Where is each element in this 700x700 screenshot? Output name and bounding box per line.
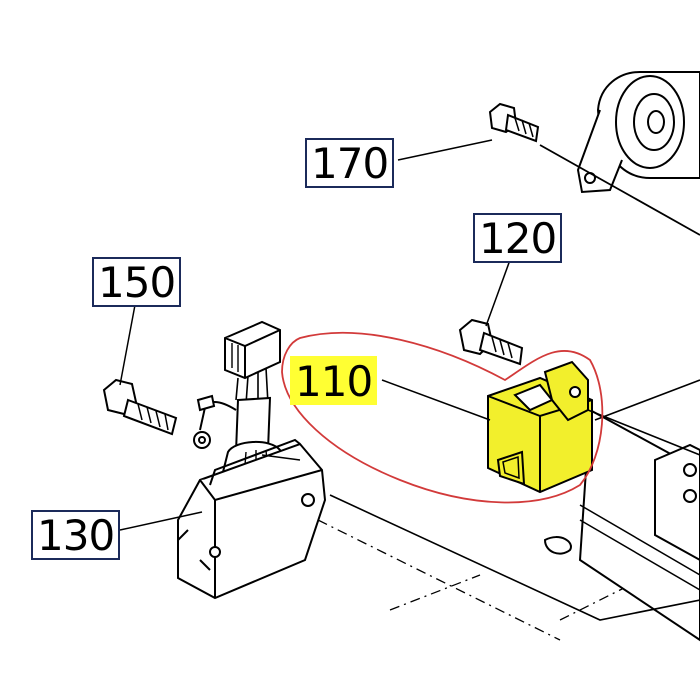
callout-150[interactable]: 150: [92, 257, 182, 307]
horn-part: [576, 71, 700, 194]
callout-120[interactable]: 120: [473, 213, 563, 263]
bolt-170-part: [488, 102, 540, 143]
callout-170[interactable]: 170: [305, 138, 395, 188]
relay-110-part: [487, 360, 700, 494]
frame-lines: [329, 379, 700, 621]
mounting-bracket: [543, 408, 700, 642]
leader-lines: [119, 139, 511, 531]
callout-110[interactable]: 110: [290, 356, 378, 405]
callout-130[interactable]: 130: [31, 510, 121, 560]
bolt-120-part: [458, 318, 524, 366]
bolt-150-part: [102, 378, 178, 436]
frame-line-top: [539, 144, 700, 236]
wiring-harness-130-part: [177, 320, 327, 600]
